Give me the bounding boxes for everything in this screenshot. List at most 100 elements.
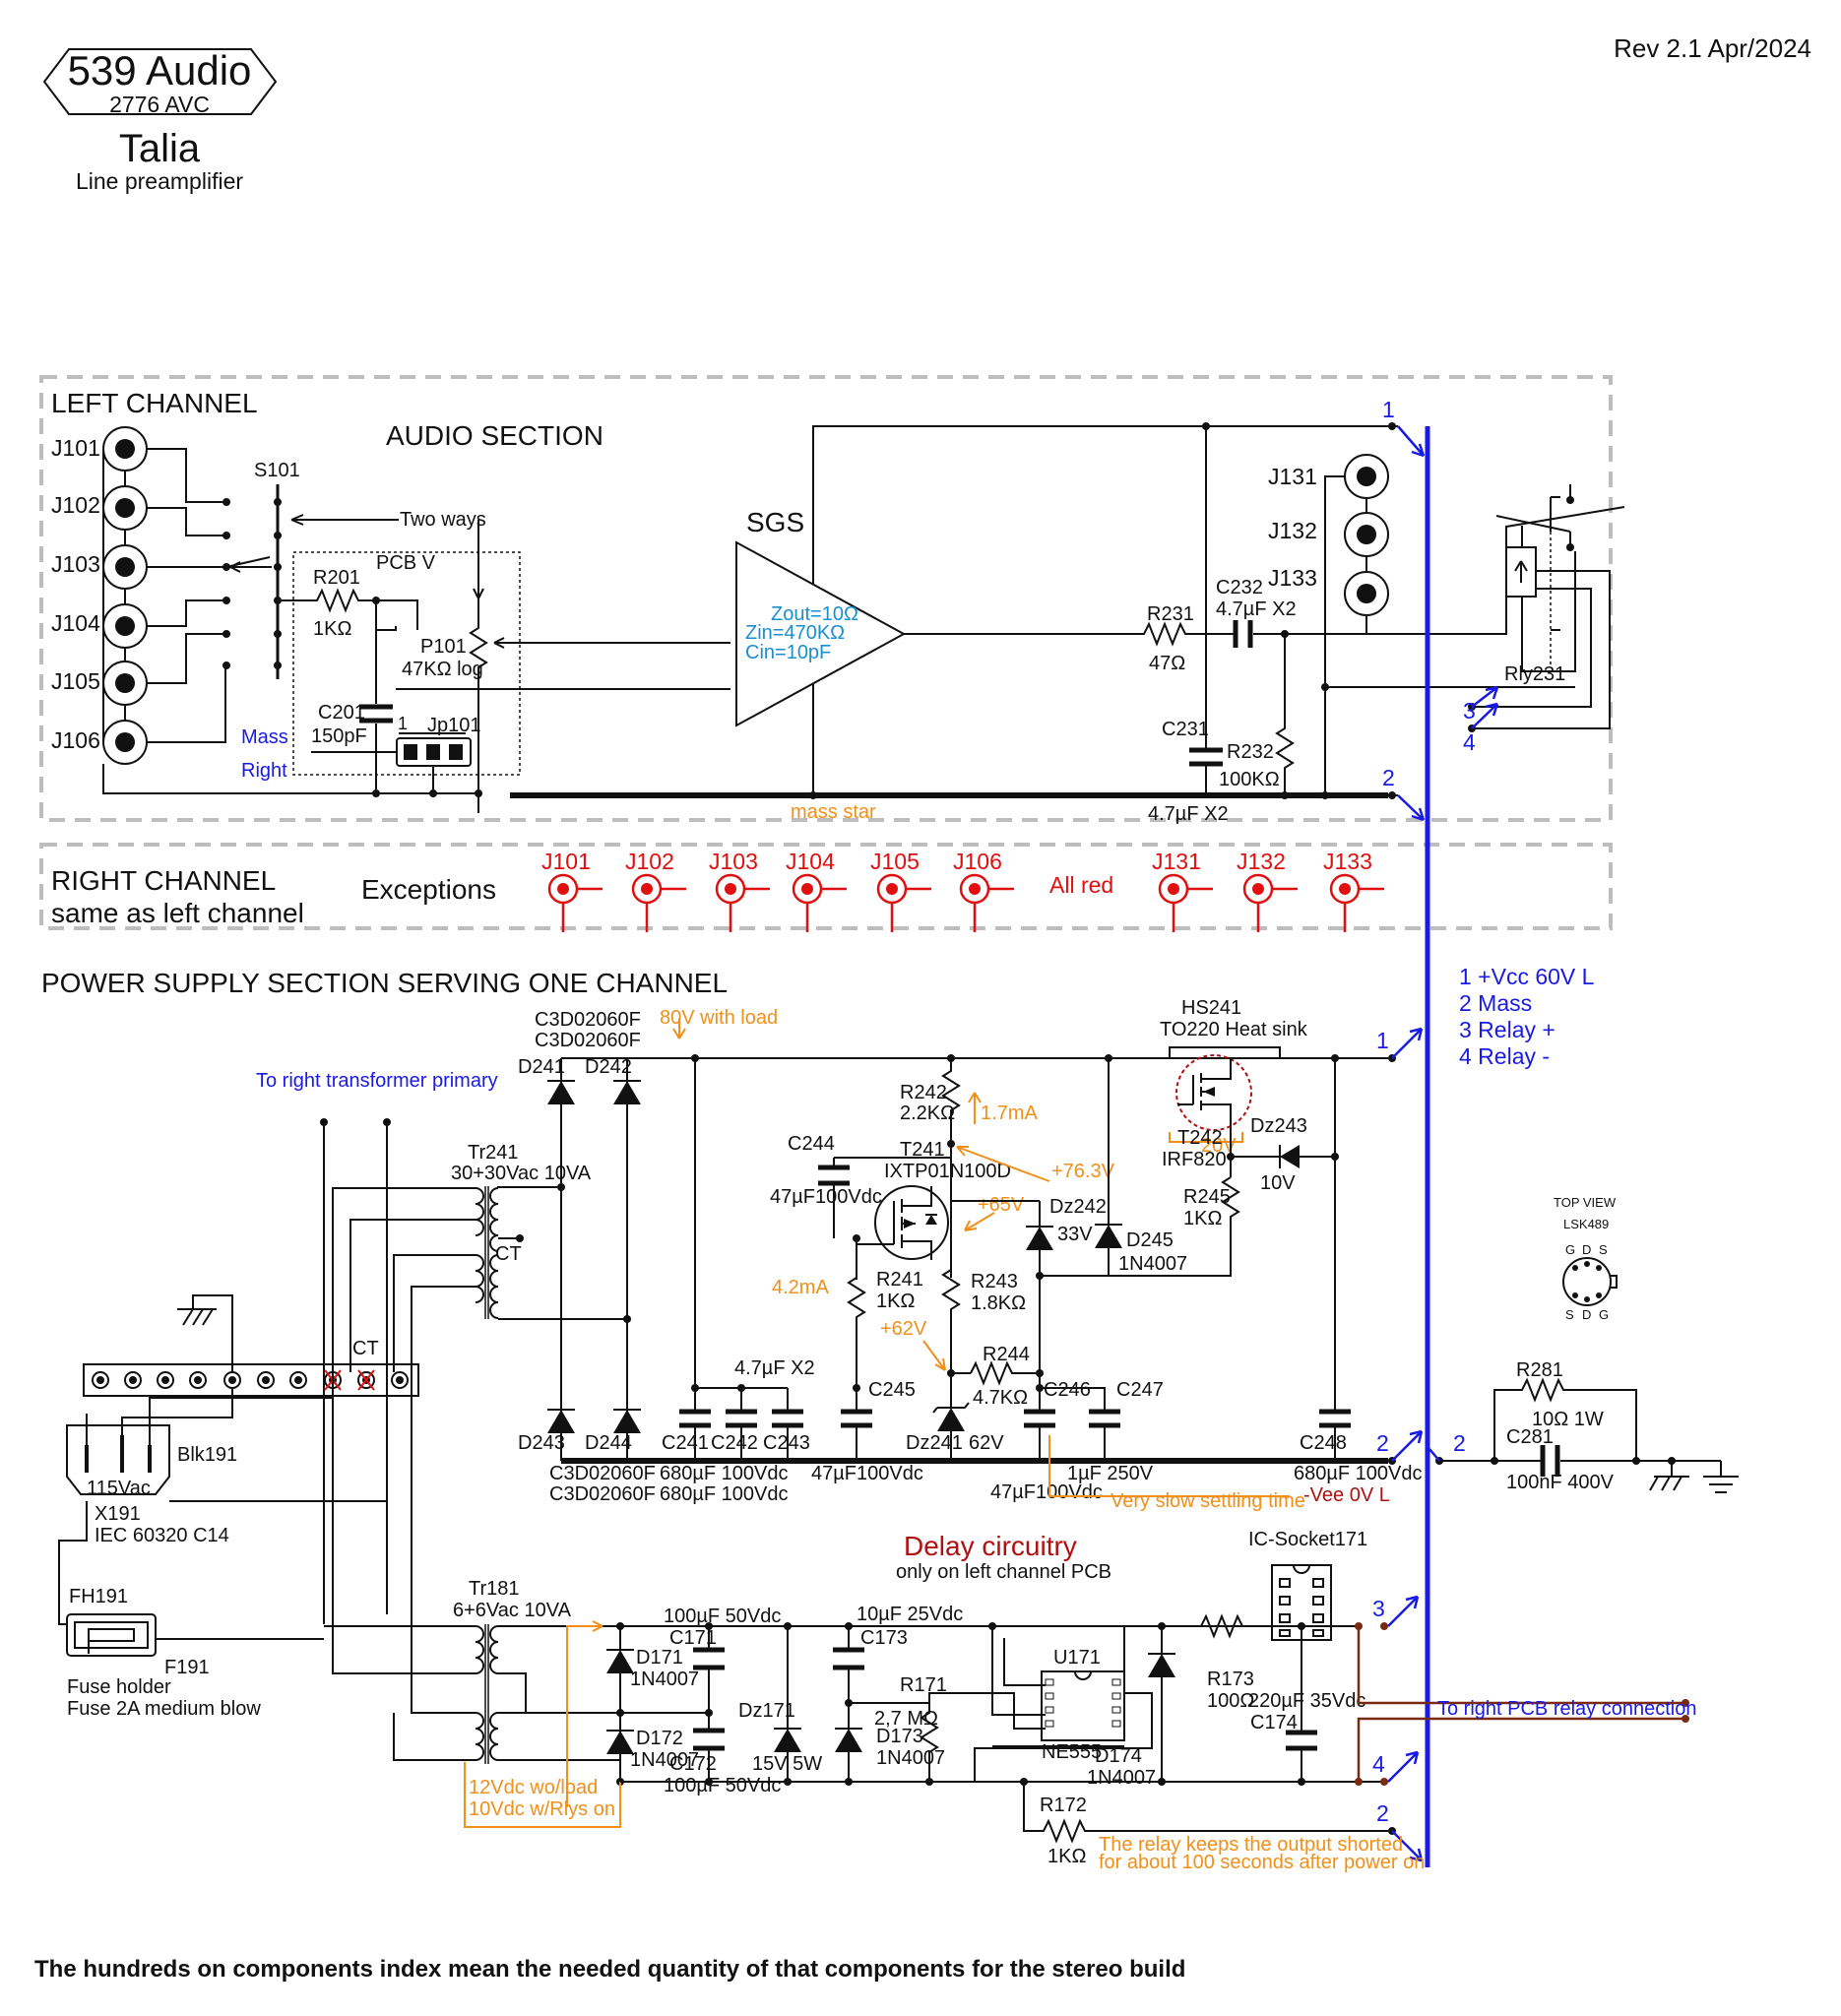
- ic-socket171: [1271, 1564, 1332, 1641]
- svg-text:D: D: [1582, 1242, 1591, 1257]
- red-jacks: J101 J102 J103 J104 J105 J106 All red J1…: [541, 849, 1384, 932]
- c248-label: C248: [1300, 1432, 1347, 1454]
- dz241-label: Dz241: [906, 1432, 963, 1454]
- capacitor-bank-c241-c243: 4.7µF X2 C241 C242 C243 680µF 100Vdc 680…: [660, 1357, 815, 1505]
- svg-text:C3D02060F: C3D02060F: [549, 1463, 656, 1484]
- svg-text:J105: J105: [51, 668, 100, 694]
- svg-text:D244: D244: [585, 1432, 632, 1454]
- svg-text:30+30Vac 10VA: 30+30Vac 10VA: [451, 1163, 592, 1184]
- svg-text:CT: CT: [495, 1243, 522, 1265]
- bus2-label-delay: 2: [1376, 1800, 1389, 1826]
- r201-label: R201: [313, 567, 360, 589]
- svg-text:C3D02060F: C3D02060F: [535, 1030, 641, 1051]
- relay-rly231: Rly231: [1467, 484, 1625, 729]
- svg-text:J106: J106: [953, 849, 1002, 874]
- diode-d171: [606, 1650, 634, 1673]
- r173-value: 100Ω: [1207, 1690, 1254, 1712]
- product-subtitle: Line preamplifier: [76, 168, 243, 194]
- jumper-jp101: Jp101 1: [396, 714, 481, 767]
- c246-value: 47µF100Vdc: [990, 1481, 1103, 1503]
- svg-text:J102: J102: [51, 492, 100, 518]
- v10-label: 10Vdc w/Rlys on: [469, 1798, 615, 1820]
- r241-value: 1KΩ: [876, 1291, 915, 1312]
- ground-link-r281-c281: R281 10Ω 1W C281 100nF 400V 2: [1428, 1359, 1739, 1493]
- c244-value: 47µF100Vdc: [770, 1186, 882, 1208]
- r171-label: R171: [900, 1674, 947, 1696]
- svg-text:All red: All red: [1049, 872, 1113, 898]
- svg-text:Zin=470KΩ: Zin=470KΩ: [745, 622, 845, 644]
- svg-text:C3D02060F: C3D02060F: [549, 1483, 656, 1505]
- capacitor-c231: [1189, 747, 1223, 767]
- mosfet-t242: HS241 TO220 Heat sink 20V T242 IRF820: [1160, 997, 1308, 1170]
- svg-text:J131: J131: [1268, 464, 1317, 489]
- relay-note-2: for about 100 seconds after power on: [1099, 1852, 1425, 1873]
- capacitor-c171: [693, 1647, 725, 1670]
- svg-text:2: 2: [1382, 765, 1395, 790]
- c247-value: 1µF 250V: [1067, 1463, 1154, 1484]
- svg-text:6+6Vac 10VA: 6+6Vac 10VA: [453, 1600, 572, 1621]
- zener-dz171: [774, 1729, 801, 1752]
- resistor-r245: [1109, 1176, 1240, 1277]
- i17-label: 1.7mA: [981, 1102, 1038, 1124]
- p101-value: 47KΩ log: [402, 659, 483, 680]
- input-jacks: J101 J102 J103 J104 J105 J106: [51, 426, 478, 794]
- right-channel-subtitle: same as left channel: [51, 898, 304, 928]
- svg-text:4 Relay -: 4 Relay -: [1459, 1043, 1550, 1069]
- dz171-value: 15V 5W: [752, 1753, 822, 1775]
- r244-value: 4.7KΩ: [973, 1387, 1028, 1409]
- d173-value: 1N4007: [876, 1747, 945, 1769]
- svg-text:CT: CT: [352, 1338, 379, 1359]
- zener-dz243: [1280, 1145, 1300, 1168]
- svg-text:J132: J132: [1237, 849, 1286, 874]
- bus-legend: 1 +Vcc 60V L 2 Mass 3 Relay + 4 Relay -: [1459, 964, 1595, 1069]
- capacitor-c244: [818, 1165, 850, 1186]
- diode-d173: [835, 1729, 862, 1752]
- diode-d172: [606, 1731, 634, 1754]
- jack-j103: J103: [51, 544, 148, 590]
- c248-value: 680µF 100Vdc: [1294, 1463, 1423, 1484]
- svg-text:20V: 20V: [1201, 1135, 1237, 1157]
- transformer-tr181: Tr181 6+6Vac 10VA: [453, 1578, 572, 1764]
- svg-text:1: 1: [1382, 397, 1395, 422]
- r231-label: R231: [1147, 603, 1194, 625]
- c172-label: C172: [669, 1753, 717, 1775]
- capacitor-c173: [833, 1647, 864, 1670]
- svg-text:Tr181: Tr181: [469, 1578, 520, 1600]
- r201-value: 1KΩ: [313, 618, 351, 640]
- svg-text:3 Relay +: 3 Relay +: [1459, 1017, 1555, 1042]
- svg-text:4.7µF X2: 4.7µF X2: [734, 1357, 815, 1379]
- svg-text:115Vac: 115Vac: [87, 1478, 151, 1499]
- resistor-r171: [920, 1703, 939, 1782]
- left-channel-frame: [39, 375, 1613, 822]
- svg-text:Rly231: Rly231: [1504, 663, 1565, 685]
- d171-label: D171: [636, 1647, 683, 1669]
- svg-text:G: G: [1599, 1307, 1609, 1322]
- r243-value: 1.8KΩ: [971, 1292, 1026, 1314]
- svg-text:J133: J133: [1268, 565, 1317, 591]
- svg-text:680µF 100Vdc: 680µF 100Vdc: [660, 1483, 789, 1505]
- capacitor-c245: [841, 1409, 872, 1428]
- svg-text:NE555: NE555: [1042, 1741, 1102, 1763]
- svg-text:C242: C242: [711, 1432, 758, 1454]
- c174-value: 220µF 35Vdc: [1248, 1690, 1365, 1712]
- c232-value: 4.7µF X2: [1216, 598, 1297, 620]
- ic-u171-ne555: U171 NE555: [928, 1626, 1153, 1782]
- resistor-r241: [847, 1277, 866, 1388]
- svg-text:Cin=10pF: Cin=10pF: [745, 642, 831, 663]
- c173-value: 10µF 25Vdc: [857, 1604, 963, 1625]
- revision-label: Rev 2.1 Apr/2024: [1614, 33, 1811, 63]
- svg-text:1: 1: [398, 714, 408, 733]
- r171-value: 2,7 MΩ: [874, 1708, 938, 1730]
- to-relay-label: To right PCB relay connection: [1437, 1698, 1696, 1720]
- power-section-title: POWER SUPPLY SECTION SERVING ONE CHANNEL: [41, 968, 728, 998]
- svg-text:HS241: HS241: [1181, 997, 1241, 1019]
- resistor-r232: [1275, 634, 1295, 795]
- r232-value: 100KΩ: [1219, 769, 1280, 790]
- capacitor-c174: [1286, 1730, 1317, 1751]
- svg-text:Zout=10Ω: Zout=10Ω: [771, 603, 858, 625]
- svg-text:TO220 Heat sink: TO220 Heat sink: [1160, 1019, 1308, 1040]
- to-right-transformer-label: To right transformer primary: [256, 1070, 498, 1092]
- p101-label: P101: [420, 636, 467, 658]
- svg-text:C243: C243: [763, 1432, 810, 1454]
- d171-value: 1N4007: [630, 1669, 699, 1690]
